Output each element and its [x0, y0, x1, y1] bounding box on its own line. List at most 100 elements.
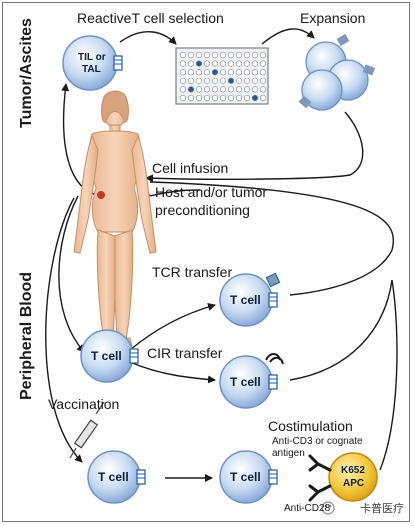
plate-well	[243, 69, 251, 76]
tcell-tcr	[219, 272, 281, 327]
anti-cd3-label-1: Anti-CD3 or cognate	[272, 436, 363, 447]
plate-well	[259, 94, 267, 102]
plate-well	[187, 94, 195, 102]
tcell-cir	[219, 353, 284, 409]
plate-well	[243, 77, 251, 84]
arrow-cir-back	[289, 279, 393, 381]
plate-well	[243, 60, 251, 67]
reactive-selection-label: ReactiveT cell selection	[77, 10, 224, 26]
k652-label-2: APC	[343, 478, 365, 489]
plate-well	[203, 51, 211, 59]
plate-well	[187, 77, 195, 84]
plate-well	[227, 60, 235, 67]
plate-well	[195, 60, 203, 67]
plate-well	[259, 51, 267, 59]
til-cell	[62, 35, 123, 91]
plate-well	[219, 60, 227, 67]
anti-cd28-label: Anti-CD28	[284, 503, 331, 514]
tcell-blood	[80, 329, 139, 383]
arrow-blood-to-vaccine-cell	[45, 197, 83, 463]
plate-well	[203, 86, 211, 93]
plate-well	[195, 86, 203, 93]
antibody-icons	[308, 454, 332, 502]
plate-well	[251, 60, 259, 67]
tcell-vaccination	[87, 450, 146, 504]
arrow-tcell-to-tcr	[129, 303, 216, 351]
plate-well	[195, 94, 203, 102]
plate-well	[179, 69, 187, 76]
plate-well	[195, 51, 203, 59]
plate-well	[203, 69, 211, 76]
plate-well	[259, 86, 267, 93]
plate-well	[195, 77, 203, 84]
plate-well	[227, 94, 235, 102]
plate-well	[211, 51, 219, 59]
tcell-vaccination-label: T cell	[98, 470, 129, 484]
plate-well	[211, 94, 219, 102]
preconditioning-label-2: preconditioning	[155, 202, 250, 218]
preconditioning-label-1: Host and/or tumor	[155, 184, 268, 200]
k652-apc-cell	[328, 452, 378, 502]
plate-well	[195, 69, 203, 76]
plate-well	[243, 86, 251, 93]
arrow-tcr-back	[149, 181, 395, 296]
peripheral-blood-label: Peripheral Blood	[18, 271, 35, 400]
plate-well	[203, 94, 211, 102]
plate-well	[251, 51, 259, 59]
plate-well	[259, 60, 267, 67]
plate-well	[211, 86, 219, 93]
plate-well	[219, 94, 227, 102]
plate-well	[243, 51, 251, 59]
plate-well	[179, 86, 187, 93]
plate-well	[219, 77, 227, 84]
plate-well	[219, 86, 227, 93]
plate-well	[251, 94, 259, 102]
plate-well	[235, 60, 243, 67]
anti-cd3-label-2: antigen	[272, 448, 305, 459]
arrow-tcell-to-cir	[129, 361, 216, 384]
arrow-blood-to-tcell1	[58, 195, 85, 353]
tcell-cir-label: T cell	[230, 375, 261, 389]
cell-infusion-label: Cell infusion	[152, 160, 229, 176]
cir-transfer-label: CIR transfer	[147, 345, 223, 361]
plate-well	[179, 77, 187, 84]
tcell-costimulation-label: T cell	[230, 470, 261, 484]
plate-well	[179, 60, 187, 67]
watermark-logo	[321, 501, 335, 515]
tcr-transfer-label: TCR transfer	[152, 264, 233, 280]
figure-frame	[2, 2, 410, 522]
plate-well	[187, 69, 195, 76]
plate-well	[179, 94, 187, 102]
til-label-1: TIL or	[78, 52, 106, 63]
flow-arrows	[45, 28, 398, 482]
human-body-figure	[73, 90, 157, 347]
plate-well	[251, 86, 259, 93]
plate-well	[227, 77, 235, 84]
plate-well	[235, 77, 243, 84]
syringe-icon	[69, 401, 105, 459]
plate-well	[251, 77, 259, 84]
watermark-text: 卡普医疗	[360, 503, 404, 515]
tcell-tcr-label: T cell	[230, 293, 261, 307]
plate-well	[211, 69, 219, 76]
plate-well	[211, 60, 219, 67]
plate-well	[187, 86, 195, 93]
well-plate-icon	[175, 47, 269, 105]
plate-well	[243, 94, 251, 102]
plate-well	[227, 51, 235, 59]
arrow-plate-to-expansion	[261, 28, 315, 45]
plate-well	[187, 51, 195, 59]
tcell-costimulation	[219, 450, 278, 504]
plate-well	[219, 51, 227, 59]
tumor-ascites-label: Tumor/Ascites	[18, 18, 35, 128]
plate-well	[227, 69, 235, 76]
plate-well	[227, 86, 235, 93]
costimulation-label: Costimulation	[268, 418, 353, 434]
arrow-cost-back	[379, 279, 398, 471]
plate-well	[219, 69, 227, 76]
plate-well	[235, 86, 243, 93]
plate-well	[235, 94, 243, 102]
plate-well	[179, 51, 187, 59]
til-label-2: TAL	[82, 64, 101, 75]
